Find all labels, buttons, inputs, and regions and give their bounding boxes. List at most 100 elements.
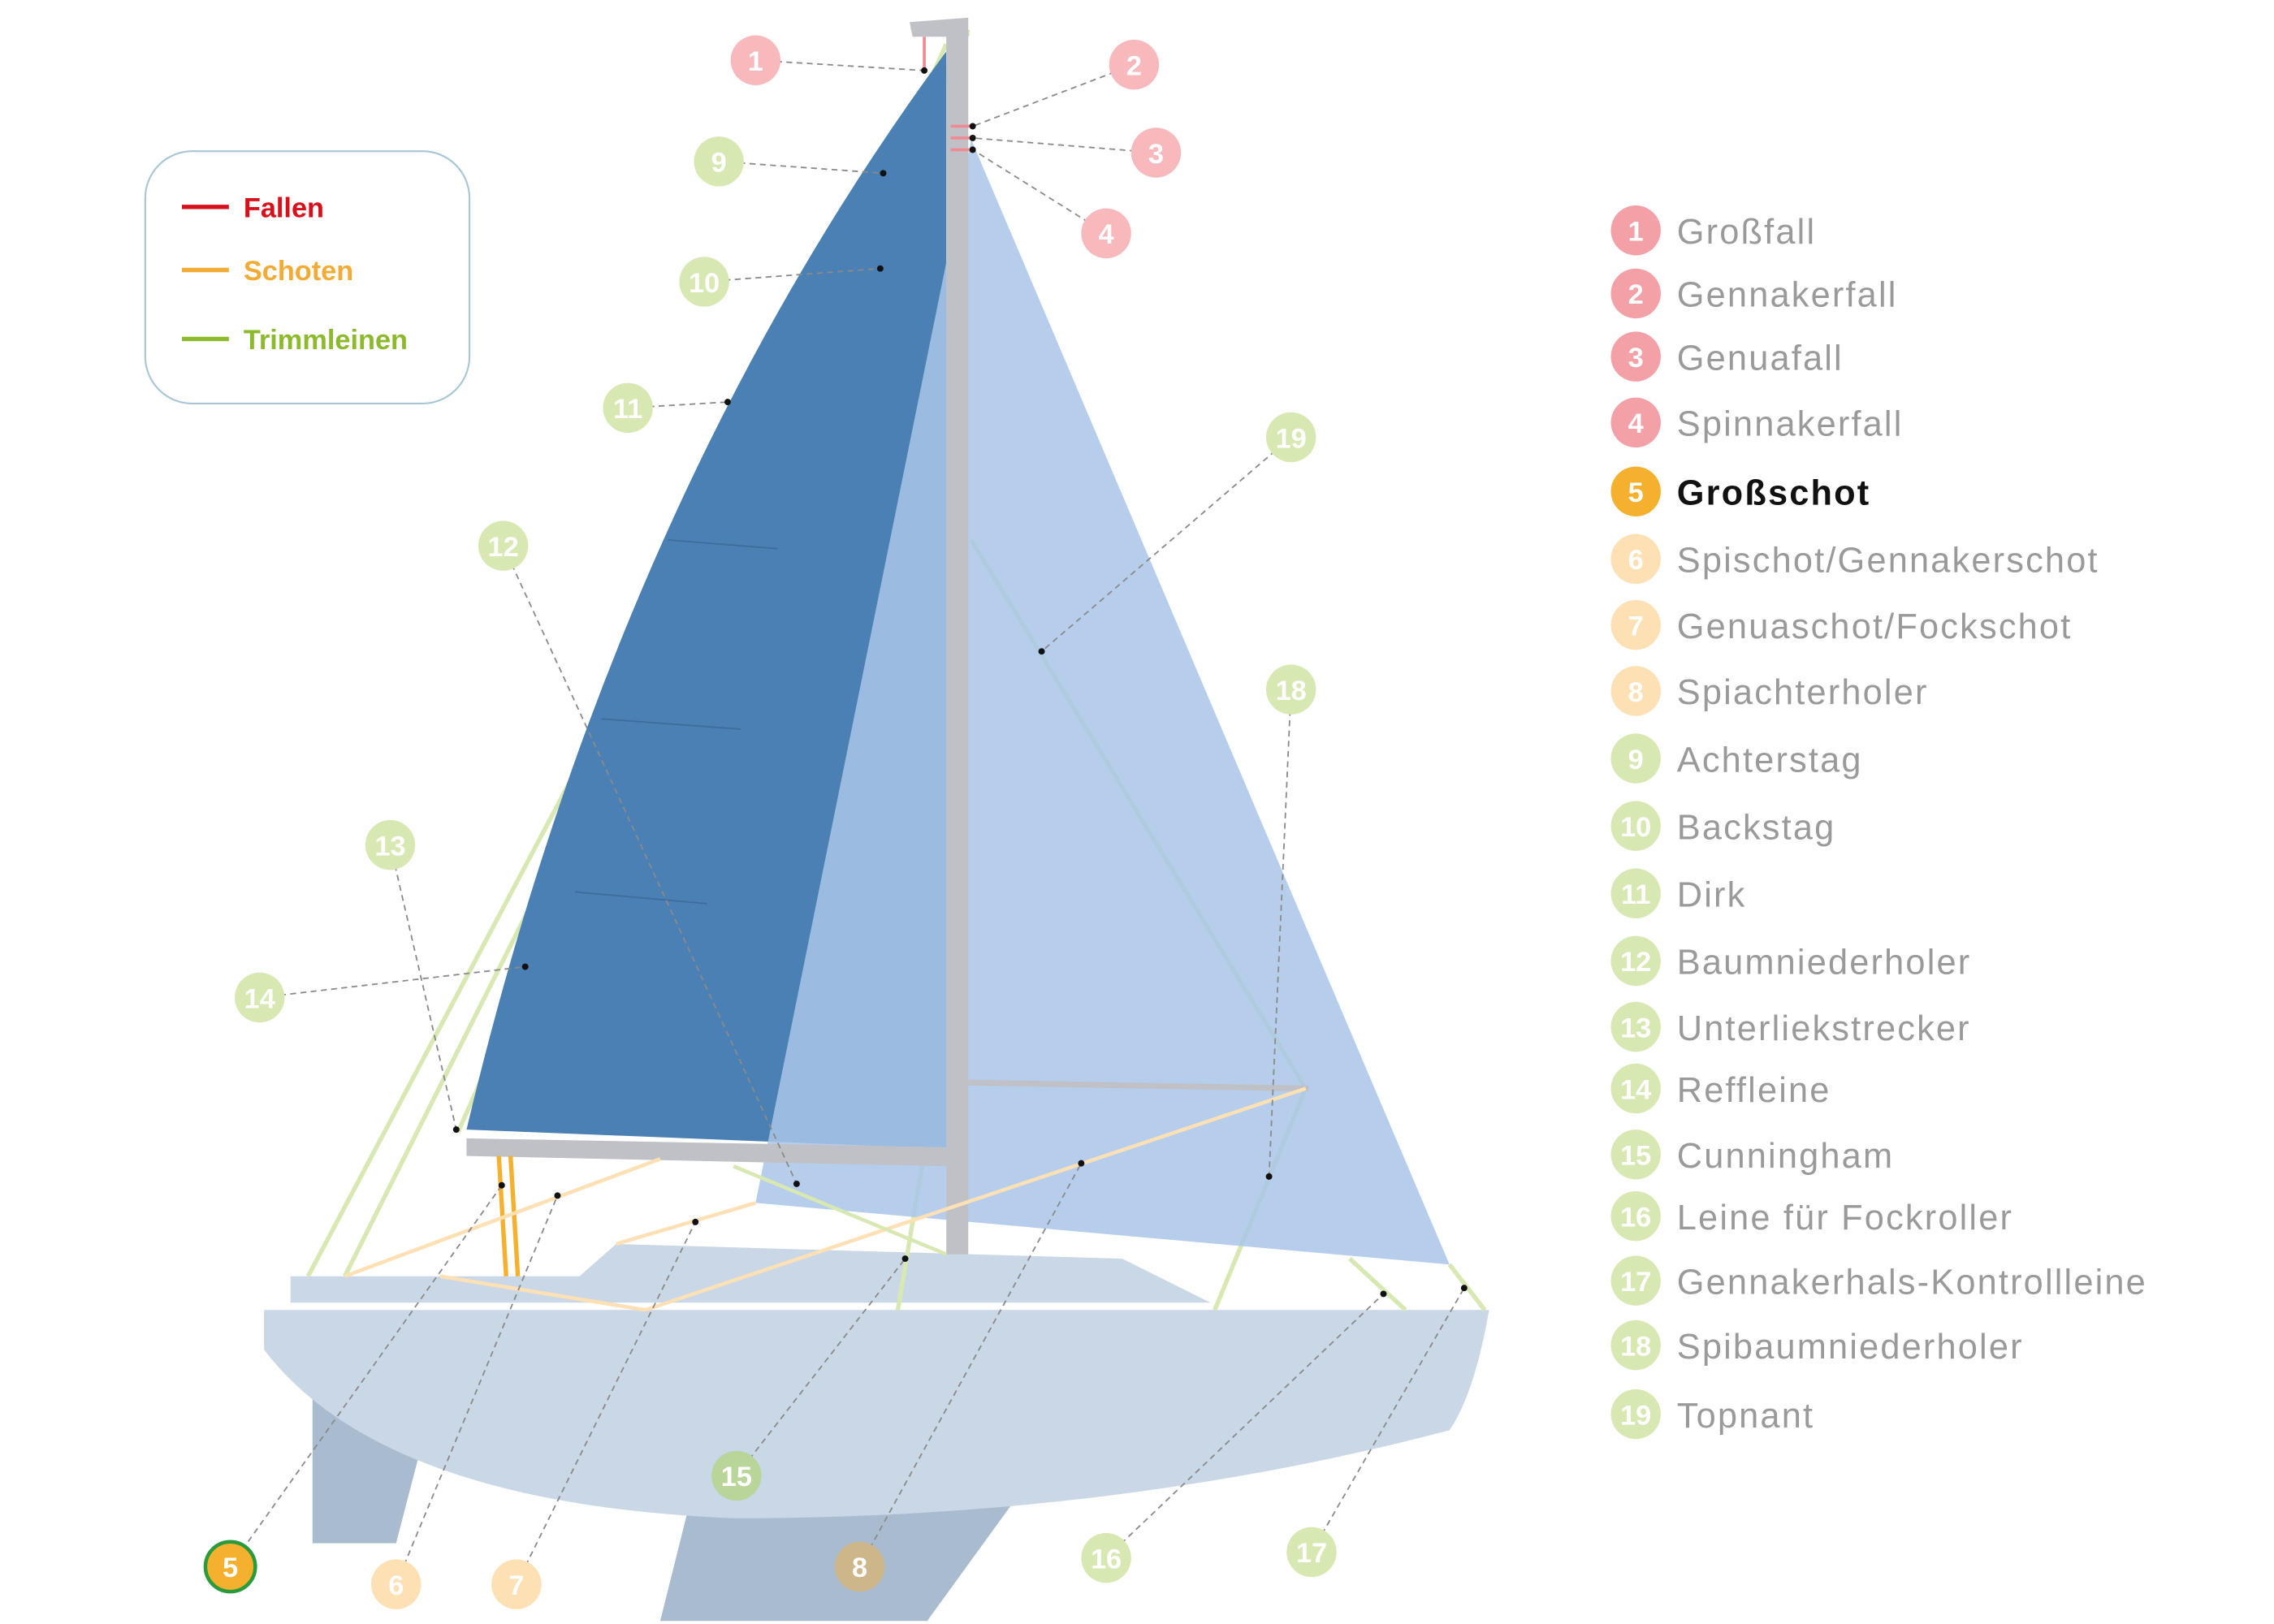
list-item-7[interactable]: 7 Genuaschot/Fockschot bbox=[1610, 599, 2073, 650]
list-number: 5 bbox=[1628, 477, 1644, 508]
callout-7[interactable]: 7 bbox=[491, 1218, 699, 1609]
callout-number: 1 bbox=[748, 46, 763, 77]
callout-leader-line bbox=[972, 63, 1135, 127]
callout-15[interactable]: 15 bbox=[711, 1255, 909, 1501]
list-number-badge bbox=[1610, 599, 1661, 650]
list-number-badge bbox=[1610, 533, 1661, 585]
callout-10[interactable]: 10 bbox=[679, 257, 884, 307]
callout-18[interactable]: 18 bbox=[1265, 664, 1316, 1180]
callout-badge[interactable] bbox=[1081, 1532, 1131, 1583]
callout-badge[interactable] bbox=[371, 1559, 422, 1609]
callout-3[interactable]: 3 bbox=[969, 127, 1182, 178]
attachment-point bbox=[1078, 1160, 1085, 1167]
callout-8[interactable]: 8 bbox=[834, 1160, 1085, 1592]
list-number-badge bbox=[1610, 733, 1661, 784]
callout-5[interactable]: 5 bbox=[203, 1181, 505, 1594]
sheets bbox=[344, 1086, 1307, 1312]
list-number: 7 bbox=[1628, 611, 1644, 641]
list-number-badge bbox=[1610, 397, 1661, 448]
callout-badge[interactable] bbox=[834, 1541, 885, 1592]
callout-badge[interactable] bbox=[203, 1540, 257, 1594]
attachment-point bbox=[876, 265, 884, 272]
callout-badge[interactable] bbox=[1265, 412, 1316, 463]
callout-19[interactable]: 19 bbox=[1038, 412, 1316, 655]
callout-number: 5 bbox=[223, 1553, 238, 1583]
callout-badge[interactable] bbox=[1109, 39, 1160, 90]
legend-label: Trimmleinen bbox=[244, 325, 408, 356]
callout-leader-line bbox=[858, 1163, 1083, 1567]
callout-leader-line bbox=[516, 1221, 697, 1585]
list-number: 14 bbox=[1620, 1074, 1651, 1105]
callout-4[interactable]: 4 bbox=[969, 146, 1131, 259]
attachment-point bbox=[498, 1181, 505, 1189]
callout-number: 13 bbox=[374, 831, 405, 862]
list-label: Cunningham bbox=[1677, 1137, 1894, 1176]
callout-badge[interactable] bbox=[711, 1450, 762, 1501]
list-label: Spibaumniederholer bbox=[1677, 1328, 2024, 1367]
list-item-9[interactable]: 9 Achterstag bbox=[1610, 733, 1863, 784]
legend-label: Schoten bbox=[244, 256, 353, 287]
callout-number: 17 bbox=[1296, 1538, 1327, 1569]
callout-17[interactable]: 17 bbox=[1286, 1285, 1468, 1578]
callout-badge[interactable] bbox=[679, 257, 729, 307]
list-label: Achterstag bbox=[1677, 741, 1863, 780]
list-number: 18 bbox=[1620, 1331, 1651, 1362]
callout-6[interactable]: 6 bbox=[371, 1192, 561, 1609]
callout-badge[interactable] bbox=[235, 972, 285, 1023]
callout-14[interactable]: 14 bbox=[235, 963, 529, 1023]
list-number: 17 bbox=[1620, 1267, 1651, 1298]
callout-badge[interactable] bbox=[491, 1559, 542, 1609]
callout-badge[interactable] bbox=[730, 35, 781, 85]
list-item-15[interactable]: 15 Cunningham bbox=[1610, 1129, 1894, 1180]
callout-badge[interactable] bbox=[1131, 127, 1182, 178]
list-label: Spiachterholer bbox=[1677, 673, 1929, 712]
list-number: 12 bbox=[1620, 947, 1651, 978]
callout-badge[interactable] bbox=[478, 520, 529, 571]
mainsail-battens bbox=[575, 539, 778, 905]
callout-9[interactable]: 9 bbox=[694, 136, 887, 187]
callout-badge[interactable] bbox=[1286, 1527, 1337, 1578]
callout-16[interactable]: 16 bbox=[1081, 1290, 1387, 1583]
callout-13[interactable]: 13 bbox=[365, 819, 460, 1134]
callout-badge[interactable] bbox=[1265, 664, 1316, 715]
callout-badge[interactable] bbox=[1081, 208, 1131, 259]
attachment-point bbox=[554, 1192, 561, 1199]
list-number-badge bbox=[1610, 868, 1661, 918]
list-label: Unterliekstrecker bbox=[1677, 1009, 1971, 1048]
attachment-point bbox=[969, 123, 976, 130]
list-number: 15 bbox=[1620, 1141, 1651, 1172]
list-item-18[interactable]: 18 Spibaumniederholer bbox=[1610, 1320, 2024, 1371]
callout-leader-line bbox=[1040, 436, 1292, 652]
callout-badge[interactable] bbox=[694, 136, 744, 187]
callout-1[interactable]: 1 bbox=[730, 35, 928, 85]
callout-badge[interactable] bbox=[365, 819, 416, 870]
callout-leader-line bbox=[628, 401, 728, 409]
callout-number: 10 bbox=[689, 268, 720, 299]
callout-2[interactable]: 2 bbox=[969, 39, 1160, 130]
list-label: Genuaschot/Fockschot bbox=[1677, 607, 2073, 646]
callout-badge[interactable] bbox=[603, 382, 653, 434]
list-number: 9 bbox=[1628, 745, 1644, 775]
callout-11[interactable]: 11 bbox=[603, 382, 731, 434]
list-number-badge bbox=[1610, 331, 1661, 382]
callout-number: 9 bbox=[711, 148, 727, 179]
callout-leader-line bbox=[395, 1195, 559, 1585]
callout-12[interactable]: 12 bbox=[478, 520, 800, 1187]
